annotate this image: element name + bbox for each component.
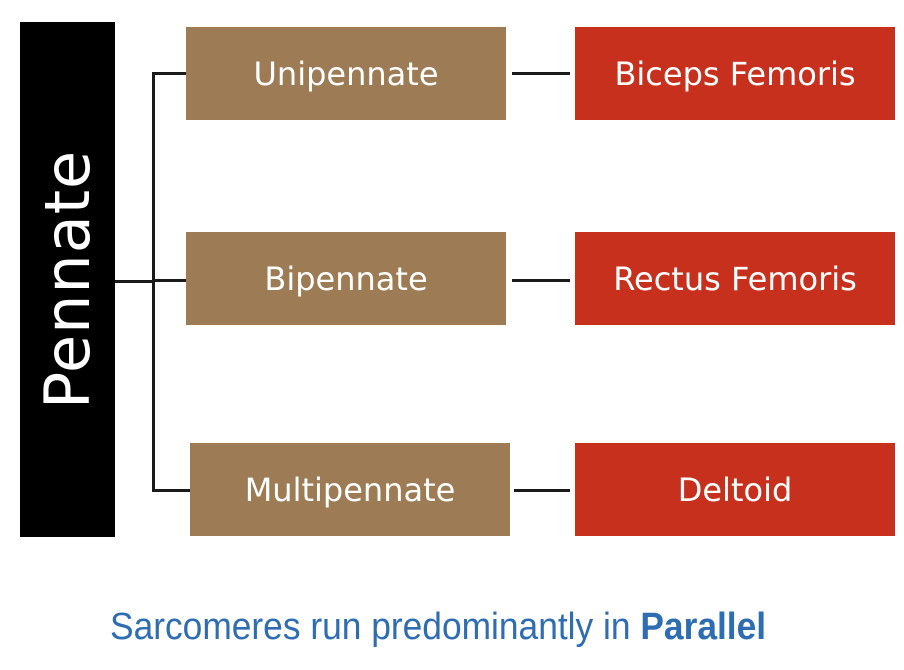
example-label: Biceps Femoris	[614, 54, 856, 93]
example-box-biceps-femoris: Biceps Femoris	[575, 27, 895, 120]
pennate-root-label: Pennate	[31, 149, 105, 410]
type-box-unipennate: Unipennate	[186, 27, 506, 120]
caption-text: Sarcomeres run predominantly in	[110, 606, 641, 648]
example-label: Deltoid	[677, 470, 793, 509]
type-box-bipennate: Bipennate	[186, 232, 506, 325]
example-box-deltoid: Deltoid	[575, 443, 895, 536]
pennate-root-box: Pennate	[20, 22, 115, 537]
type-label: Unipennate	[253, 54, 439, 93]
caption-emphasis: Parallel	[640, 606, 767, 648]
caption: Sarcomeres run predominantly in Parallel	[110, 606, 845, 649]
example-label: Rectus Femoris	[613, 259, 857, 298]
type-label: Bipennate	[264, 259, 428, 298]
bipennate-to-example	[512, 279, 570, 282]
bracket-to-multipennate	[152, 489, 190, 492]
bracket-vertical	[152, 72, 155, 492]
example-box-rectus-femoris: Rectus Femoris	[575, 232, 895, 325]
type-box-multipennate: Multipennate	[190, 443, 510, 536]
unipennate-to-example	[512, 72, 570, 75]
bracket-to-unipennate	[152, 72, 186, 75]
bracket-to-bipennate	[152, 279, 186, 282]
type-label: Multipennate	[244, 470, 456, 509]
multipennate-to-example	[514, 489, 570, 492]
root-connector	[115, 280, 155, 283]
